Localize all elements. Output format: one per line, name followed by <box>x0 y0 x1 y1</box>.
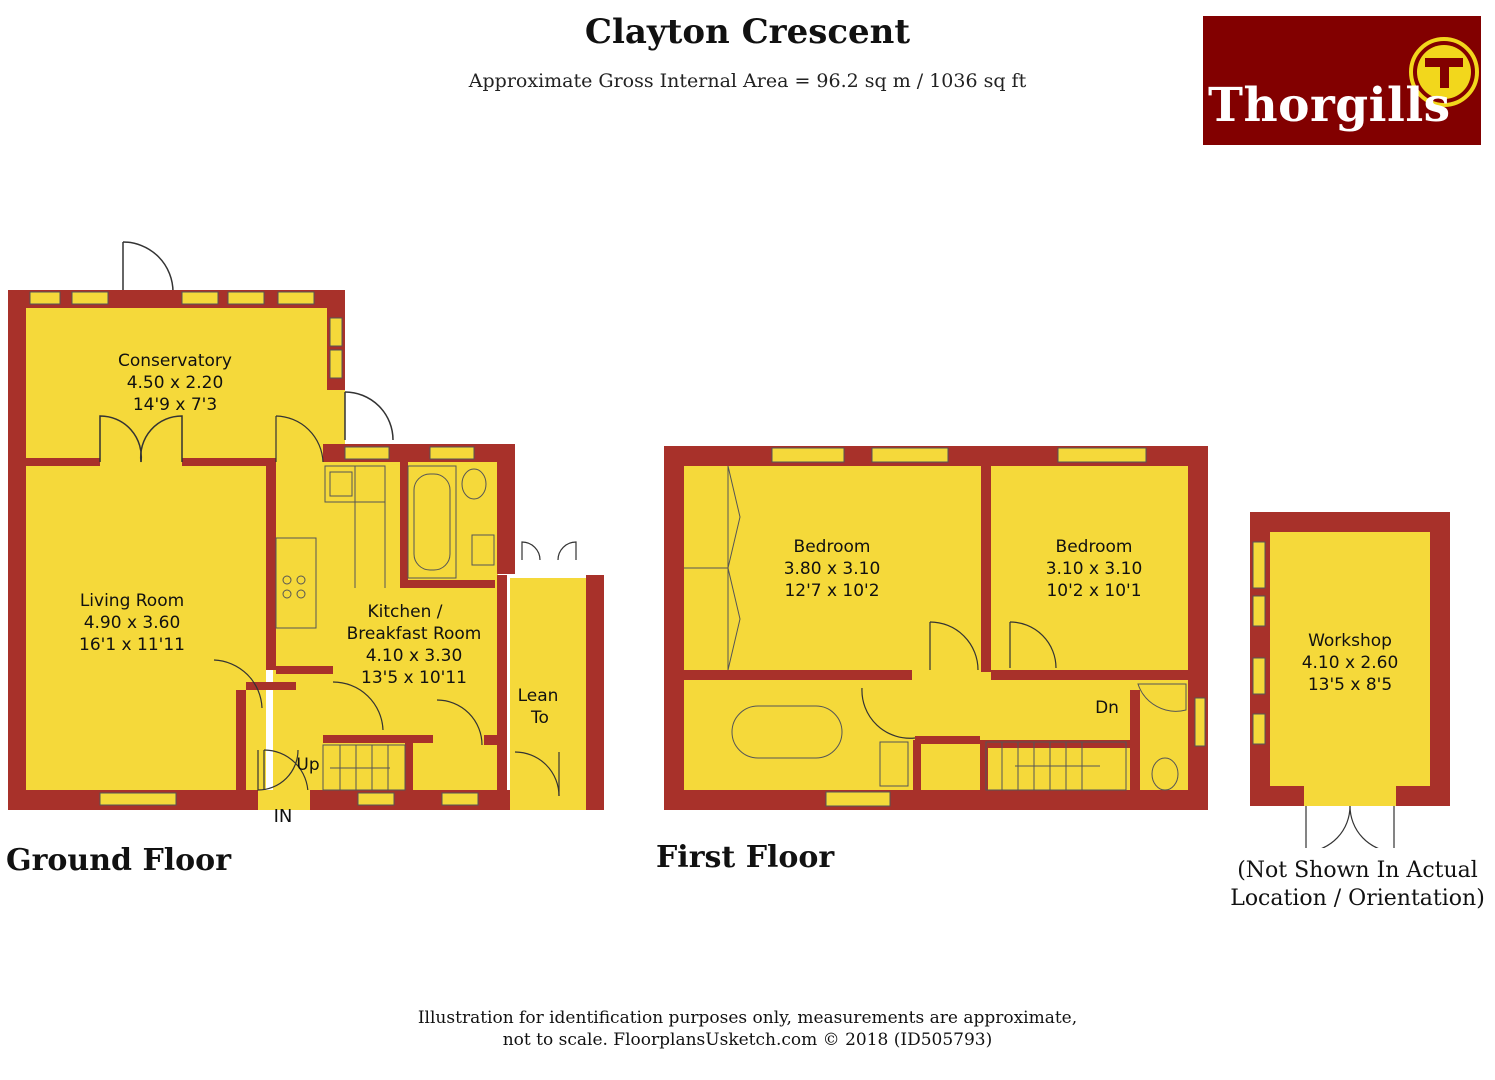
first-stairs-label: Dn <box>1095 698 1119 718</box>
wall <box>1430 512 1450 806</box>
bedroom2-name: Bedroom <box>1056 537 1133 557</box>
wall <box>586 575 604 810</box>
wall <box>664 446 684 810</box>
wall <box>915 736 980 744</box>
bedroom1-metric: 3.80 x 3.10 <box>784 559 881 579</box>
wall <box>276 666 333 674</box>
conservatory-imperial: 14'9 x 7'3 <box>133 395 217 415</box>
conservatory-door <box>122 241 174 293</box>
ground-floor-labels: Conservatory 4.50 x 2.20 14'9 x 7'3 Livi… <box>79 351 559 827</box>
conservatory-windows <box>29 291 343 379</box>
living-room-name: Living Room <box>80 591 184 611</box>
first-floor-windows <box>771 447 1206 807</box>
workshop-windows <box>1252 541 1266 745</box>
ground-stairs <box>322 744 406 791</box>
wall <box>8 290 26 795</box>
wall <box>991 670 1191 680</box>
wall <box>913 740 921 792</box>
workshop-metric: 4.10 x 2.60 <box>1302 653 1399 673</box>
workshop-floor <box>1250 514 1450 804</box>
lean-to-name: Lean <box>518 686 559 706</box>
interior-doors <box>213 415 577 797</box>
bedroom1-name: Bedroom <box>794 537 871 557</box>
kitchen-imperial: 13'5 x 10'11 <box>361 668 467 688</box>
conservatory-metric: 4.50 x 2.20 <box>127 373 224 393</box>
bedroom2-metric: 3.10 x 3.10 <box>1046 559 1143 579</box>
entrance-label: IN <box>274 806 293 827</box>
thorgills-logo <box>1203 16 1481 145</box>
wall <box>1130 690 1140 792</box>
wall <box>497 575 507 810</box>
wall <box>981 460 991 672</box>
first-floor-labels: Bedroom 3.80 x 3.10 12'7 x 10'2 Bedroom … <box>784 537 1143 718</box>
wall <box>980 740 988 792</box>
entrance-door <box>257 749 310 810</box>
logo-mark-icon <box>1409 37 1479 107</box>
wall <box>680 670 912 680</box>
conservatory-name: Conservatory <box>118 351 232 371</box>
kitchen-name-2: Breakfast Room <box>347 624 482 644</box>
first-floor-plan <box>664 446 1208 810</box>
wall <box>323 735 433 743</box>
kitchen-fittings <box>275 465 495 629</box>
disclaimer-line2: not to scale. FloorplansUsketch.com © 20… <box>502 1030 993 1050</box>
wall <box>1250 512 1450 532</box>
wall <box>182 458 277 466</box>
wall <box>266 458 276 670</box>
wall <box>980 740 1130 748</box>
bedroom1-imperial: 12'7 x 10'2 <box>784 581 879 601</box>
wardrobes <box>684 465 741 671</box>
living-room-imperial: 16'1 x 11'11 <box>79 635 185 655</box>
ground-floor-windows <box>99 446 479 806</box>
ground-floor-plan <box>8 241 604 810</box>
lean-to-floor <box>510 578 586 810</box>
workshop-labels: Workshop 4.10 x 2.60 13'5 x 8'5 <box>1302 631 1399 695</box>
workshop-doors <box>1304 786 1396 848</box>
workshop-plan <box>1250 512 1450 848</box>
workshop-note-line1: (Not Shown In Actual <box>1237 858 1478 883</box>
first-floor-doors <box>861 621 1057 739</box>
living-room-metric: 4.90 x 3.60 <box>84 613 181 633</box>
logo-text: Thorgills <box>1208 78 1451 133</box>
kitchen-metric: 4.10 x 3.30 <box>366 646 463 666</box>
wall <box>405 740 413 795</box>
page-title: Clayton Crescent <box>584 12 911 52</box>
living-room-floor <box>26 462 266 795</box>
wall <box>497 444 515 574</box>
ground-floor-label: Ground Floor <box>6 843 231 878</box>
workshop-imperial: 13'5 x 8'5 <box>1308 675 1392 695</box>
conservatory-floor <box>8 290 345 465</box>
side-door <box>344 391 394 441</box>
ground-stairs-label: Up <box>296 755 319 775</box>
wall <box>664 790 1208 810</box>
wall <box>484 735 500 745</box>
first-floor-label: First Floor <box>656 840 835 875</box>
wall <box>246 682 296 690</box>
workshop-note-line2: Location / Orientation) <box>1230 886 1485 911</box>
wall <box>26 458 100 466</box>
wall <box>236 690 246 795</box>
workshop-name: Workshop <box>1308 631 1392 651</box>
bedroom2-imperial: 10'2 x 10'1 <box>1046 581 1141 601</box>
kitchen-name: Kitchen / <box>367 602 442 622</box>
bathroom-fittings <box>731 683 1187 791</box>
wall <box>400 450 408 588</box>
lean-to-name-2: To <box>530 708 549 728</box>
wall <box>400 580 495 588</box>
french-doors <box>99 415 183 463</box>
area-subtitle: Approximate Gross Internal Area = 96.2 s… <box>468 70 1027 92</box>
disclaimer-line1: Illustration for identification purposes… <box>417 1008 1078 1028</box>
